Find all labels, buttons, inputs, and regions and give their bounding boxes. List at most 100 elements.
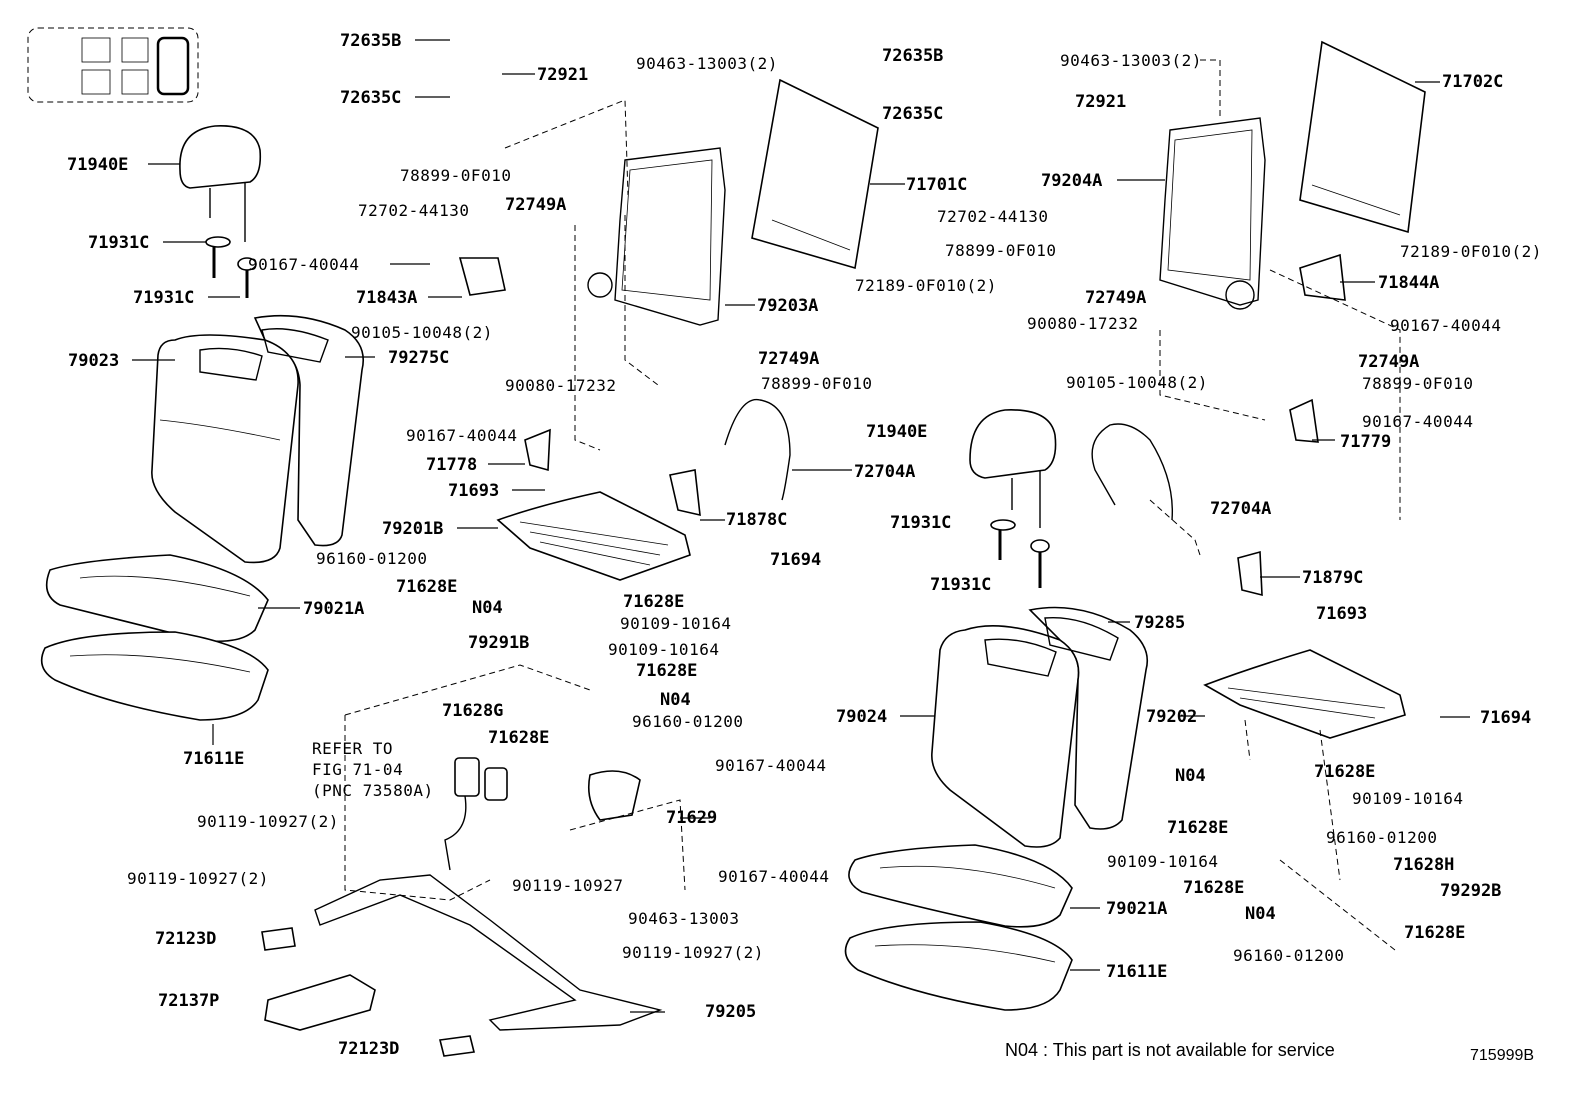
callout-71931C-c: 71931C (890, 513, 951, 533)
cover-72123D-a (261, 927, 296, 951)
seatback-board-left (751, 78, 879, 270)
callout-72702-44130-right: 72702-44130 (937, 207, 1048, 226)
callout-90080-17232-right: 90080-17232 (1027, 314, 1138, 333)
refer-note-line-2: FIG 71-04 (312, 760, 403, 779)
callout-72749A-d: 72749A (1358, 352, 1419, 372)
callout-79023: 79023 (68, 351, 119, 371)
headrest-right (969, 409, 1057, 528)
callout-90109-10164-a: 90109-10164 (620, 614, 731, 633)
callout-71628E-d: 71628E (488, 728, 549, 748)
callout-72921-left: 72921 (537, 65, 588, 85)
callout-90167-40044-d: 90167-40044 (718, 867, 829, 886)
cushion-cover-right (848, 844, 1073, 928)
callout-78899-0F010-c: 78899-0F010 (945, 241, 1056, 260)
callout-71611E-left: 71611E (183, 749, 244, 769)
callout-71778: 71778 (426, 455, 477, 475)
callout-72189-0F010-2-left: 72189-0F010(2) (855, 276, 997, 295)
cover-72123D-b (439, 1035, 475, 1057)
callout-72635B-left: 72635B (340, 31, 401, 51)
callout-71931C-d: 71931C (930, 575, 991, 595)
callout-90167-40044-f: 90167-40044 (1362, 412, 1473, 431)
callout-71628E-c: 71628E (636, 661, 697, 681)
callout-N04-c: N04 (1175, 766, 1206, 786)
callout-90105-10048-2-right: 90105-10048(2) (1066, 373, 1208, 392)
cushion-frame-left (496, 491, 691, 581)
bracket-71779 (1289, 398, 1319, 443)
callout-71844A: 71844A (1378, 273, 1439, 293)
seatback-cover-left (151, 334, 299, 564)
callout-79024: 79024 (836, 707, 887, 727)
callout-N04-a: N04 (472, 598, 503, 618)
seatback-cover-left-2 (253, 314, 364, 547)
callout-90119-10927-2-c: 90119-10927(2) (622, 943, 764, 962)
cushion-cover-left (45, 554, 269, 643)
callout-71940E-left: 71940E (67, 155, 128, 175)
callout-72702-44130-left: 72702-44130 (358, 201, 469, 220)
callout-71940E-right: 71940E (866, 422, 927, 442)
callout-71629: 71629 (666, 808, 717, 828)
cable-right (1091, 423, 1174, 521)
callout-72635C-right: 72635C (882, 104, 943, 124)
callout-90463-13003-2-left: 90463-13003(2) (636, 54, 778, 73)
callout-96160-01200-a: 96160-01200 (316, 549, 427, 568)
cover-72137P (264, 974, 376, 1031)
callout-71701C: 71701C (906, 175, 967, 195)
seatback-cover-right-2 (1028, 606, 1149, 830)
callout-72704A-right: 72704A (1210, 499, 1271, 519)
headrest-guides-left (205, 236, 257, 298)
callout-78899-0F010-b: 78899-0F010 (761, 374, 872, 393)
callout-78899-0F010-d: 78899-0F010 (1362, 374, 1473, 393)
assembly-lines (344, 59, 1401, 951)
callout-71628E-g: 71628E (1183, 878, 1244, 898)
callout-72749A-b: 72749A (758, 349, 819, 369)
cushion-pad-left (40, 631, 269, 721)
callout-72189-0F010-2-right: 72189-0F010(2) (1400, 242, 1542, 261)
callout-96160-01200-c: 96160-01200 (1326, 828, 1437, 847)
callout-79205: 79205 (705, 1002, 756, 1022)
callout-71693-left: 71693 (448, 481, 499, 501)
callout-90080-17232-left: 90080-17232 (505, 376, 616, 395)
callout-79202: 79202 (1146, 707, 1197, 727)
callout-72137P: 72137P (158, 991, 219, 1011)
bracket-71844A (1299, 253, 1346, 301)
callout-90109-10164-b: 90109-10164 (608, 640, 719, 659)
callout-90119-10927: 90119-10927 (512, 876, 623, 895)
bracket-71778 (524, 428, 551, 472)
callout-90105-10048-2-left: 90105-10048(2) (351, 323, 493, 342)
callout-71931C-b: 71931C (133, 288, 194, 308)
cover-71878C (669, 469, 701, 517)
callout-79275C: 79275C (388, 348, 449, 368)
seatback-cover-right (931, 625, 1080, 848)
callout-71611E-right: 71611E (1106, 962, 1167, 982)
callout-71879C: 71879C (1302, 568, 1363, 588)
callout-90167-40044-b: 90167-40044 (406, 426, 517, 445)
callout-72704A-left: 72704A (854, 462, 915, 482)
callout-72123D-a: 72123D (155, 929, 216, 949)
callout-71694-left: 71694 (770, 550, 821, 570)
seat-rail-left (314, 874, 663, 1031)
callout-90167-40044-a: 90167-40044 (248, 255, 359, 274)
callout-79021A-left: 79021A (303, 599, 364, 619)
callout-71628G: 71628G (442, 701, 503, 721)
callout-72749A-c: 72749A (1085, 288, 1146, 308)
callout-90167-40044-c: 90167-40044 (715, 756, 826, 775)
footnote: N04 : This part is not available for ser… (1005, 1040, 1335, 1060)
seatback-board-right (1299, 40, 1426, 234)
callout-72635C-left: 72635C (340, 88, 401, 108)
bracket-71843A (458, 257, 506, 296)
callout-71628H: 71628H (1393, 855, 1454, 875)
callout-71693-right: 71693 (1316, 604, 1367, 624)
seatbelt-buckle-left (444, 757, 508, 871)
callout-79201B: 79201B (382, 519, 443, 539)
cushion-frame-right (1203, 649, 1406, 739)
callout-90463-13003-2-right: 90463-13003(2) (1060, 51, 1202, 70)
leader-lines (132, 39, 1470, 1013)
callout-90109-10164-c: 90109-10164 (1352, 789, 1463, 808)
callout-labels: 72635B 72921 72635C 90463-13003(2) 71940… (67, 31, 1542, 1059)
seatback-frame-left (587, 147, 726, 326)
headrest-left (179, 125, 262, 242)
callout-72123D-b: 72123D (338, 1039, 399, 1059)
callout-72635B-right: 72635B (882, 46, 943, 66)
callout-71628E-b: 71628E (623, 592, 684, 612)
